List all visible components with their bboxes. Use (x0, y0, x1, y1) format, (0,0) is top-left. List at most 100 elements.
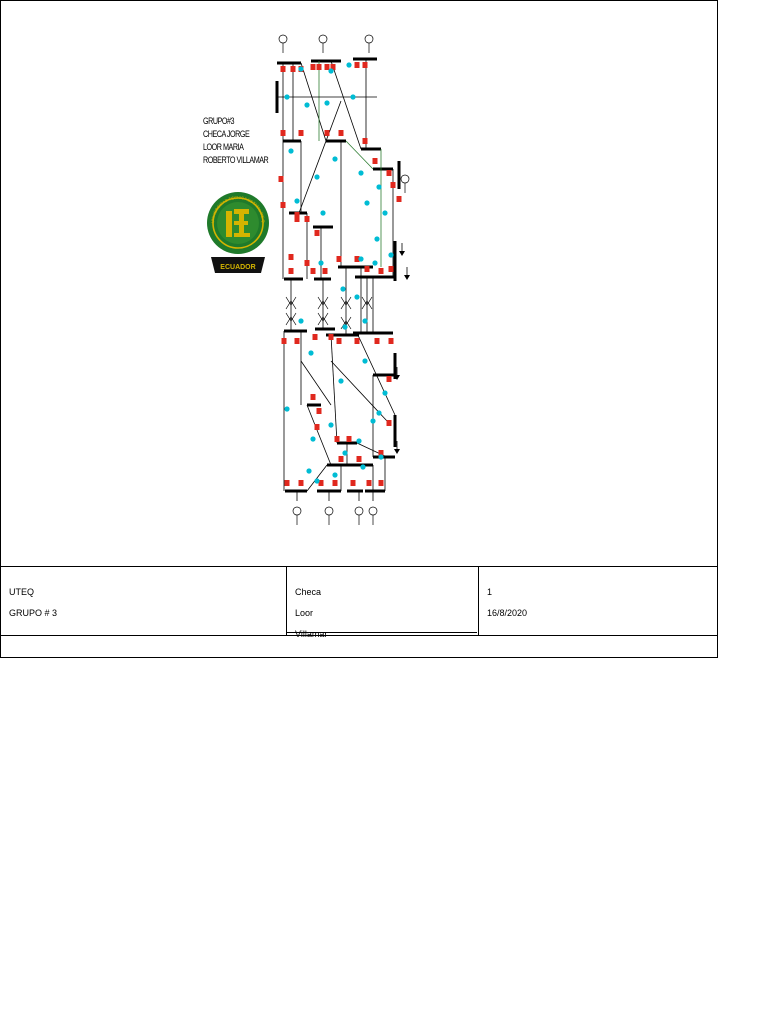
breaker (366, 480, 372, 486)
breaker (322, 268, 328, 274)
breaker (318, 480, 324, 486)
transmission-line (356, 332, 396, 416)
breaker (324, 64, 330, 70)
flow-arrow (338, 378, 344, 384)
organization: UTEQ (9, 587, 35, 597)
flow-arrow (320, 210, 326, 216)
breaker (278, 176, 284, 182)
breaker (356, 456, 362, 462)
generator-symbol (292, 506, 302, 516)
transformer-symbol (361, 296, 373, 310)
logo-letter-bar (234, 221, 248, 225)
breaker (362, 138, 368, 144)
one-line-diagram (275, 34, 410, 525)
flow-arrow (298, 318, 304, 324)
breaker (350, 480, 356, 486)
member-name: LOOR MARIA (203, 142, 244, 152)
breaker (386, 420, 392, 426)
breaker (388, 266, 394, 272)
logo-letter-bar (226, 211, 232, 237)
logo-gold-ring (212, 197, 264, 249)
drawing-date: 16/8/2020 (487, 608, 528, 618)
transmission-line (298, 100, 342, 214)
logo-ribbon (211, 257, 265, 273)
breaker (354, 338, 360, 344)
flow-arrow (358, 256, 364, 262)
flow-arrow (284, 94, 290, 100)
flow-arrow (350, 94, 356, 100)
breaker (374, 338, 380, 344)
flow-arrow (388, 252, 394, 258)
load-arrow (394, 375, 400, 380)
breaker (288, 254, 294, 260)
breaker (396, 196, 402, 202)
breaker (280, 202, 286, 208)
breaker (328, 334, 334, 340)
breaker (330, 64, 336, 70)
load-arrow (394, 449, 400, 454)
flow-arrow (298, 66, 304, 72)
flow-arrow (372, 260, 378, 266)
transmission-line (330, 60, 362, 150)
transformer-symbol (317, 296, 329, 310)
flow-arrow (308, 350, 314, 356)
transformer-symbol (317, 312, 329, 326)
breaker (280, 66, 286, 72)
breaker (304, 260, 310, 266)
load-arrow (399, 251, 405, 256)
university-logo: ECUADOR UNIVERSIDAD TÉCNICA ESTATAL DE Q… (205, 187, 269, 273)
flow-arrow (314, 174, 320, 180)
breaker (316, 408, 322, 414)
flow-arrow (382, 210, 388, 216)
transmission-line (330, 334, 338, 444)
flow-arrow (346, 62, 352, 68)
flow-arrow (318, 260, 324, 266)
breaker (284, 480, 290, 486)
divider (478, 567, 479, 636)
breaker (294, 338, 300, 344)
breaker (338, 130, 344, 136)
breaker (294, 216, 300, 222)
flow-arrow (360, 464, 366, 470)
name-separator (287, 632, 477, 633)
breaker (310, 64, 316, 70)
flow-arrow (358, 170, 364, 176)
flow-arrow (362, 358, 368, 364)
flow-arrow (378, 454, 384, 460)
generator-symbol (364, 34, 374, 44)
flow-arrow (382, 390, 388, 396)
breaker (334, 436, 340, 442)
breaker (336, 256, 342, 262)
member-name: CHECA JORGE (203, 129, 250, 139)
breaker (314, 230, 320, 236)
flow-arrow (342, 324, 348, 330)
group-label: GRUPO # 3 (9, 608, 58, 618)
breaker (378, 450, 384, 456)
divider (286, 567, 287, 636)
flow-arrow (370, 418, 376, 424)
breaker (310, 394, 316, 400)
breaker (314, 424, 320, 430)
transmission-line (306, 464, 328, 492)
transmission-line (300, 62, 327, 142)
flow-arrow (328, 68, 334, 74)
flow-arrow (310, 436, 316, 442)
author-name: Checa (295, 587, 322, 597)
flow-arrow (374, 236, 380, 242)
logo-ribbon-text: ECUADOR (220, 264, 255, 271)
transformer-symbol (285, 296, 297, 310)
breaker (281, 338, 287, 344)
group-name: GRUPO#3 (203, 116, 235, 126)
breaker (332, 480, 338, 486)
breaker (346, 436, 352, 442)
transmission-line (345, 140, 374, 170)
member-name: ROBERTO VILLAMAR (203, 155, 269, 165)
breaker (354, 62, 360, 68)
breaker (338, 456, 344, 462)
flow-arrow (304, 102, 310, 108)
breaker (312, 334, 318, 340)
flow-arrow (354, 294, 360, 300)
sheet-number: 1 (487, 587, 493, 597)
generator-symbol (278, 34, 288, 44)
generator-symbol (324, 506, 334, 516)
